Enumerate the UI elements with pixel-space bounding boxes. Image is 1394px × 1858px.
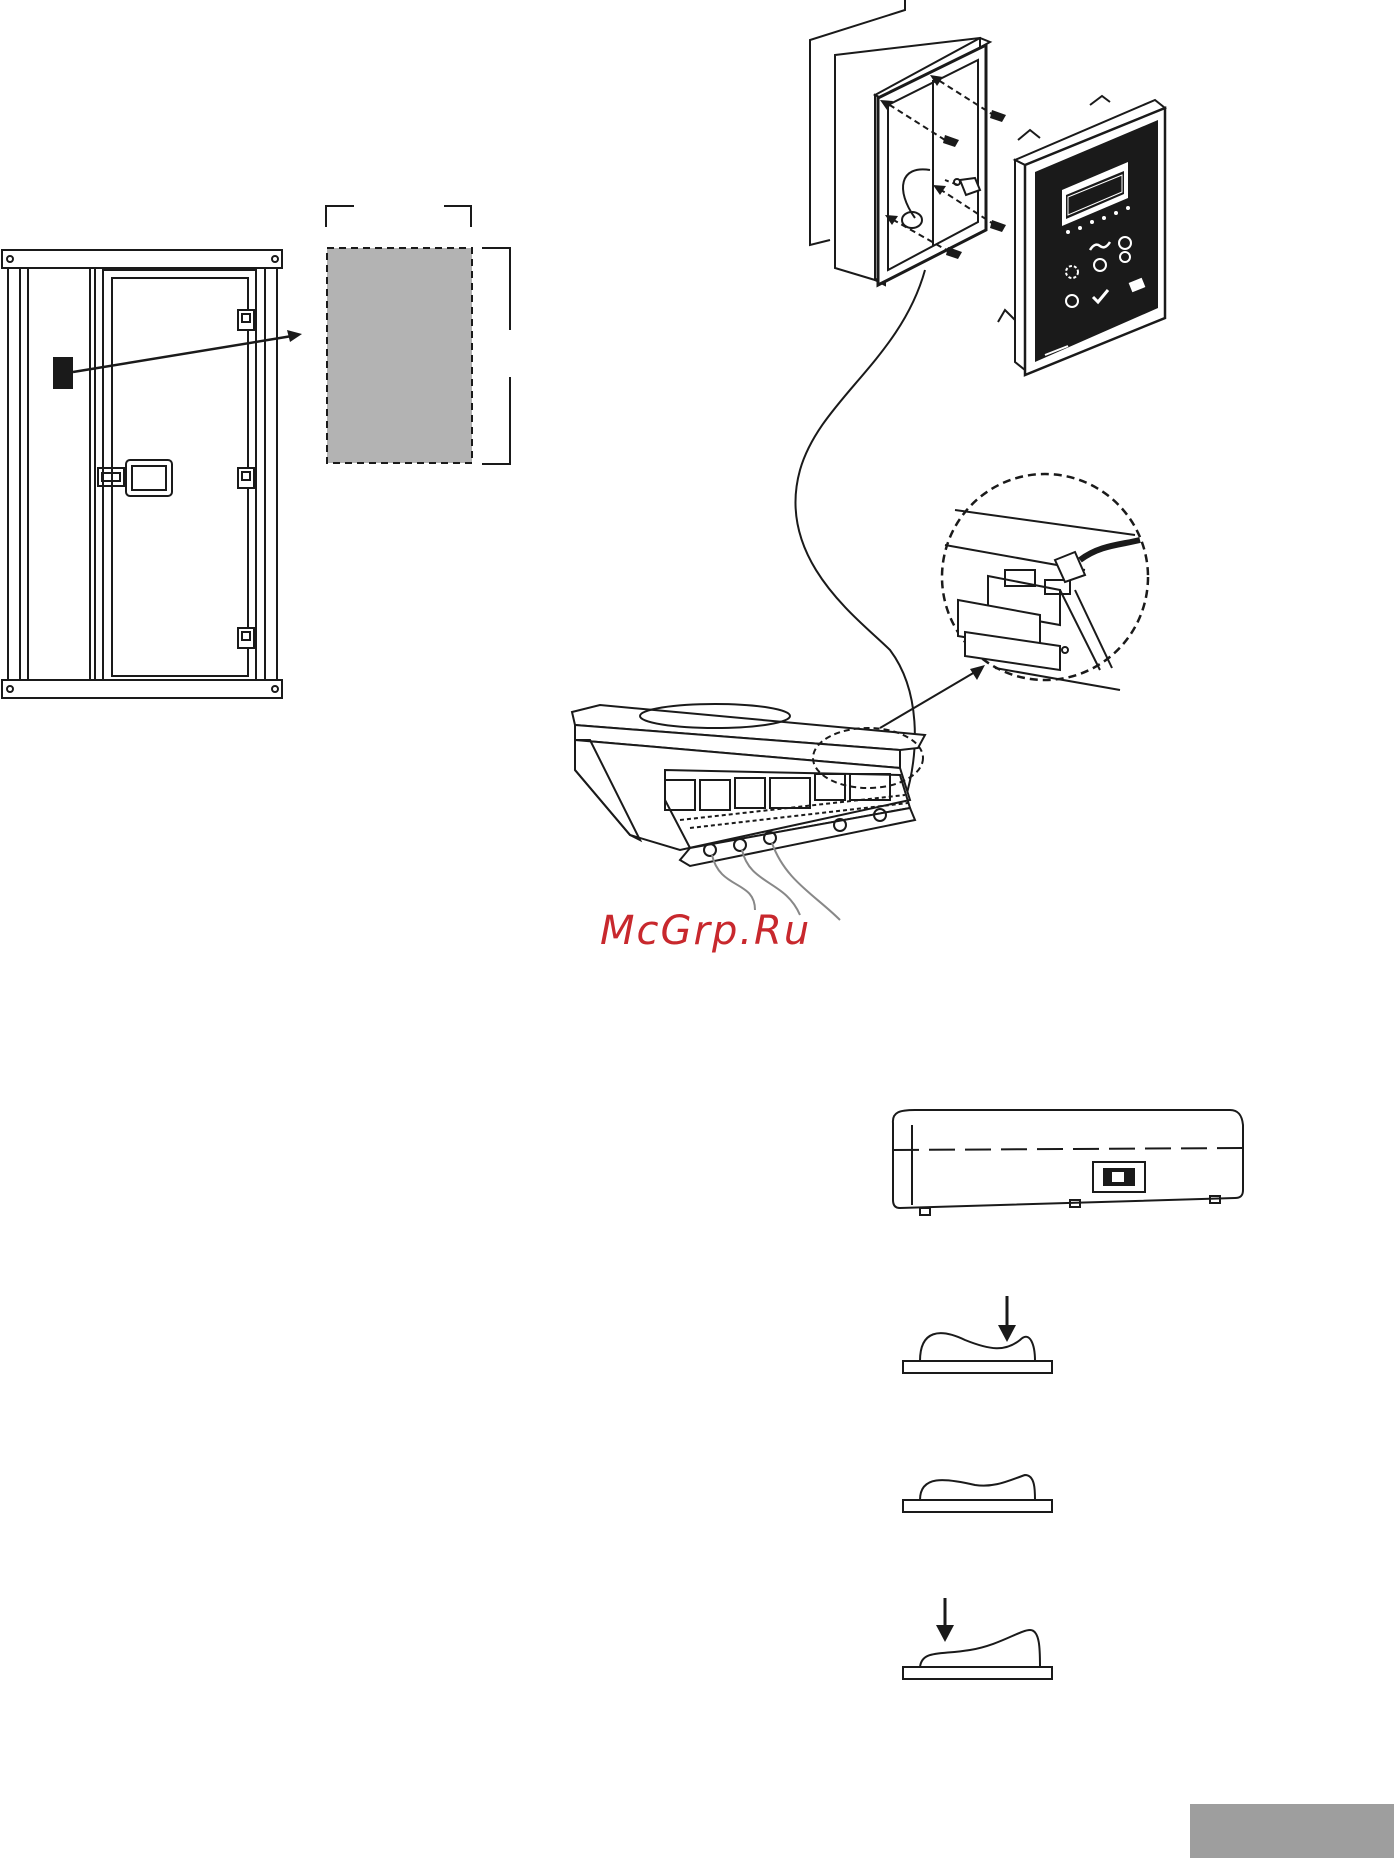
placement-zone (327, 248, 472, 463)
heater-control-unit (572, 665, 985, 920)
switch-position-neutral (903, 1475, 1052, 1512)
switch-position-on (903, 1296, 1052, 1373)
heater-side-view (893, 1110, 1243, 1215)
control-cable (795, 270, 925, 800)
switch-position-off (903, 1598, 1052, 1679)
connector-detail-zoom (942, 474, 1148, 690)
sauna-cabin-front-view (2, 250, 302, 698)
watermark-text: McGrp.Ru (600, 908, 811, 954)
control-panel-mounting (810, 0, 1165, 375)
footer-bar (1190, 1804, 1394, 1858)
control-panel-marker (53, 357, 73, 389)
placement-area (326, 206, 510, 464)
